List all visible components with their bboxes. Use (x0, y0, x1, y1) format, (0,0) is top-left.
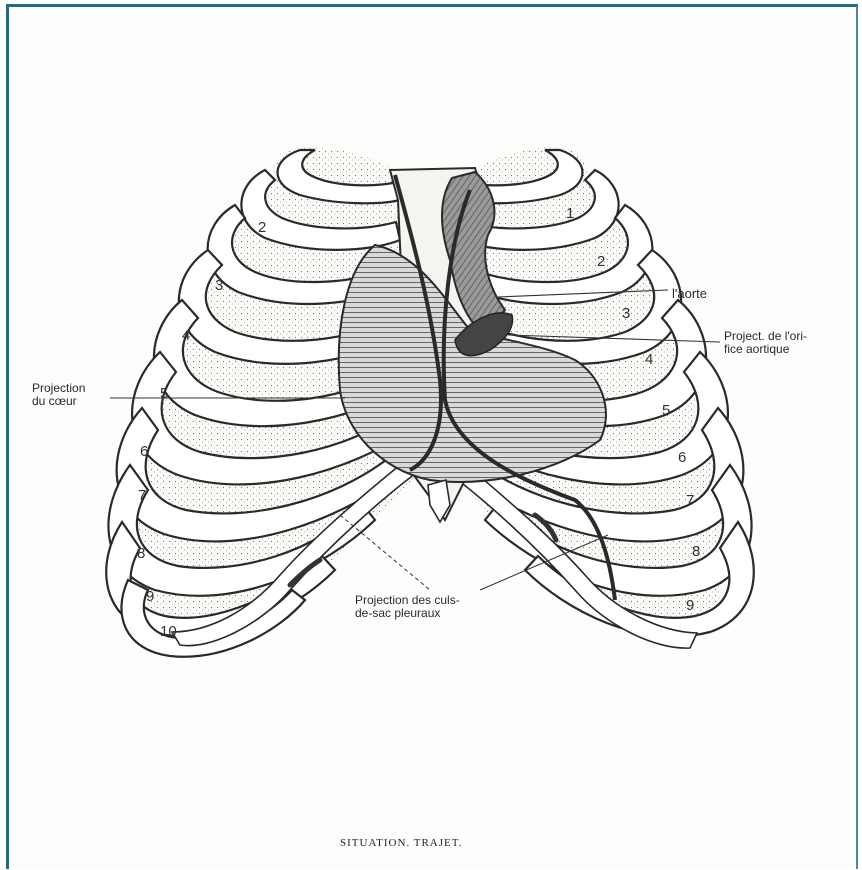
right-rib-number: 4 (645, 351, 653, 368)
left-rib-number: 5 (160, 385, 168, 402)
label-line: Projection (32, 381, 85, 395)
right-rib-number: 6 (678, 449, 686, 466)
left-rib-number: 10 (160, 623, 177, 640)
left-rib-number: 7 (138, 487, 146, 504)
label-pleural-projection: Projection des culs-de-sac pleuraux (355, 593, 460, 620)
left-rib-number: 3 (215, 277, 223, 294)
left-rib-number: 6 (140, 443, 148, 460)
right-rib-number: 5 (662, 402, 670, 419)
figure-caption: SITUATION. TRAJET. (340, 837, 462, 849)
label-aortic-orifice: Project. de l'ori-fice aortique (724, 329, 807, 356)
right-rib-number: 1 (566, 205, 574, 222)
label-line: de-sac pleuraux (355, 606, 440, 620)
left-rib-number: 9 (146, 588, 154, 605)
label-line: Projection des culs- (355, 593, 460, 607)
left-rib-number: 8 (137, 545, 145, 562)
label-line: fice aortique (724, 342, 790, 356)
right-rib-number: 3 (622, 305, 630, 322)
label-line: Project. de l'ori- (724, 329, 807, 343)
right-rib-number: 8 (692, 543, 700, 560)
right-rib-number: 2 (597, 253, 605, 270)
left-rib-number: 2 (258, 219, 266, 236)
right-rib-number: 9 (686, 597, 694, 614)
right-rib-number: 7 (686, 492, 694, 509)
label-line: du cœur (32, 394, 77, 408)
label-aorta: l'aorte (672, 286, 707, 301)
leader-pleural-left (340, 515, 430, 590)
left-rib-number: 4 (182, 327, 190, 344)
